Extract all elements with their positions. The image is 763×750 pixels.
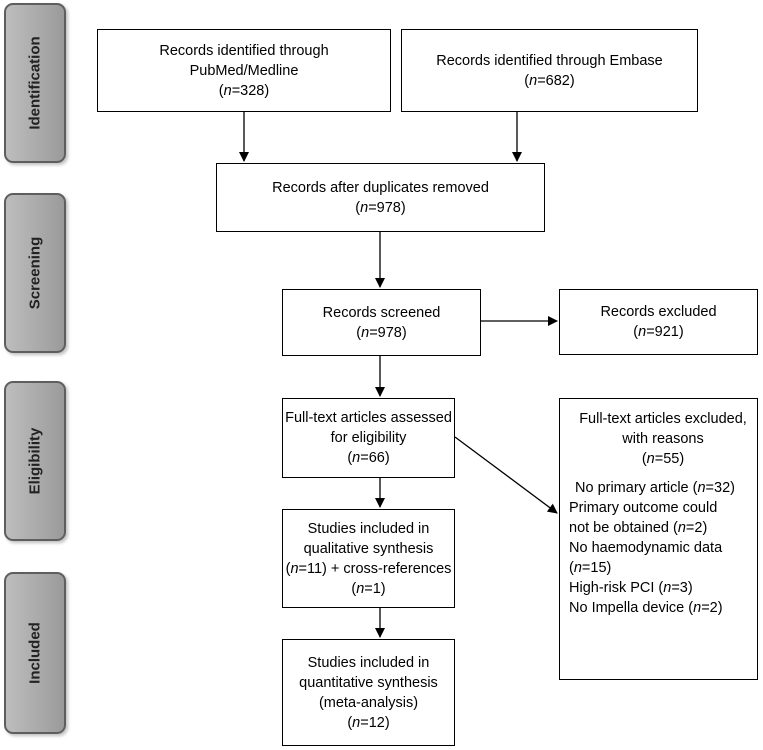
box-line: (n=11) + cross-references [285,560,452,577]
box-qualitative-synthesis: Studies included in qualitative synthesi… [282,509,455,608]
exclusion-reason: Primary outcome could [569,500,718,516]
exclusion-reason: High-risk PCI (n=3) [569,580,693,596]
box-count: (n=55) [641,451,685,467]
box-line: for eligibility [330,430,407,446]
box-line: Records excluded [600,304,717,320]
box-records-pubmed: Records identified through PubMed/Medlin… [97,29,391,112]
box-line: Records after duplicates removed [272,179,489,196]
phase-identification: Identification [4,3,66,163]
box-count: (n=921) [633,324,684,340]
box-count: (n=1) [351,580,386,597]
box-count: (n=66) [347,450,390,466]
box-line: quantitative synthesis [299,674,438,691]
box-line: PubMed/Medline [189,62,299,79]
box-quantitative-synthesis: Studies included in quantitative synthes… [282,639,455,746]
box-after-duplicates: Records after duplicates removed (n=978) [216,163,545,232]
box-line: Studies included in [307,520,430,537]
phase-screening: Screening [4,193,66,353]
box-line: with reasons [622,431,704,447]
box-count: (n=978) [356,324,407,341]
box-count: (n=978) [355,199,406,216]
box-line: Full-text articles assessed [285,410,452,426]
box-line: Full-text articles excluded, [579,411,747,427]
box-count: (n=682) [524,72,575,89]
box-fulltext-excluded: Full-text articles excluded, with reason… [559,398,758,680]
phase-included: Included [4,572,66,734]
box-line: Records identified through Embase [436,52,663,69]
box-records-screened: Records screened (n=978) [282,289,481,356]
box-count: (n=12) [347,714,390,731]
box-line: Records identified through [159,42,329,59]
exclusion-reason: No haemodynamic data [569,540,723,556]
phase-eligibility: Eligibility [4,381,66,541]
arrow-fulltext-to-fulltext-excluded [454,436,558,514]
box-line: qualitative synthesis [303,540,434,557]
exclusion-reason: (n=15) [569,560,612,576]
box-line: (meta-analysis) [318,694,419,711]
exclusion-reason: No primary article (n=32) [575,480,735,496]
box-count: (n=328) [218,82,270,99]
box-fulltext-assessed: Full-text articles assessed for eligibil… [282,398,455,478]
exclusion-reason: No Impella device (n=2) [569,600,723,616]
exclusion-reason: not be obtained (n=2) [569,520,708,536]
box-line: Studies included in [307,654,430,671]
box-records-embase: Records identified through Embase (n=682… [401,29,698,112]
box-records-excluded: Records excluded (n=921) [559,289,758,355]
box-line: Records screened [322,304,441,321]
